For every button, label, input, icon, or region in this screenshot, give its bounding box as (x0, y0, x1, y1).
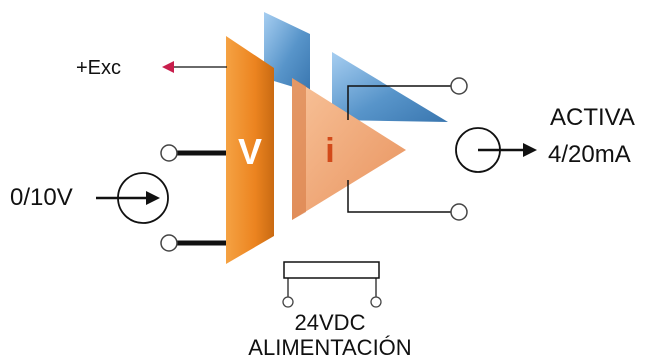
supply-terminal-right (370, 296, 382, 308)
supply-voltage-label: 24VDC (295, 310, 366, 335)
shadow-rect-left (264, 12, 310, 92)
input-terminal-bottom (160, 234, 178, 252)
excitation-label: +Exc (76, 57, 121, 79)
voltage-block (226, 36, 274, 264)
current-block-shade (292, 78, 306, 220)
current-block-label: i (325, 132, 334, 170)
input-arrow-head (146, 191, 160, 205)
output-terminal-bottom (450, 203, 468, 221)
supply-box (283, 261, 380, 279)
shadow-triangle (332, 52, 448, 122)
input-range-label: 0/10V (10, 184, 73, 211)
output-range-label: 4/20mA (548, 141, 631, 168)
output-arrow-head (523, 143, 537, 157)
arrow-left-icon (162, 61, 174, 73)
output-type-label: ACTIVA (550, 104, 635, 131)
current-block (292, 78, 406, 220)
input-terminal-top (160, 144, 178, 162)
supply-label: ALIMENTACIÓN (248, 335, 411, 360)
output-wire-top (347, 85, 454, 120)
output-terminal-top (450, 77, 468, 95)
supply-terminal-left (282, 296, 294, 308)
voltage-block-label: V (238, 131, 262, 172)
output-wire-bottom (347, 180, 454, 213)
